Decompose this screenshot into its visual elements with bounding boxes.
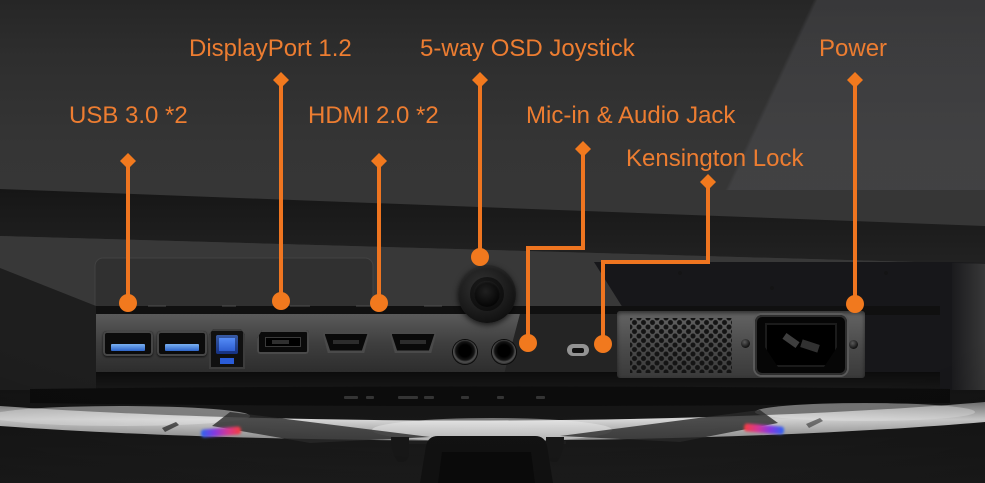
callout-diamond-displayport [273, 72, 289, 88]
label-usb-3-0: USB 3.0 *2 [69, 102, 188, 129]
port-label-mark [356, 305, 374, 307]
underside-mark-right [806, 418, 823, 428]
rear-cover-fade [948, 262, 985, 392]
background-facet [640, 0, 985, 190]
callout-dot-hdmi [370, 294, 388, 312]
callout-dot-kensington [594, 335, 612, 353]
monitor-stand-shade [438, 452, 535, 483]
usb3-port-1-icon [103, 331, 153, 356]
callout-diamond-usb [120, 153, 136, 169]
osd-joystick-icon [458, 265, 516, 323]
port-label-mark [424, 305, 442, 307]
cable-hook-left [391, 437, 409, 462]
hdmi-bar [333, 340, 359, 344]
callout-diamond-mic [575, 141, 591, 157]
underside-highlight-center [372, 418, 612, 442]
usb-tongue [111, 344, 145, 351]
underside-mark-left [162, 422, 179, 432]
underside-highlight-left [0, 406, 250, 426]
vent-holes [630, 318, 732, 373]
usb3-port-2-icon [157, 331, 207, 356]
callout-dot-displayport [272, 292, 290, 310]
callout-line-mic [526, 153, 585, 343]
screw-icon [849, 340, 858, 349]
label-hdmi-2-0: HDMI 2.0 *2 [308, 102, 439, 129]
callout-line-kensington [601, 186, 710, 344]
osd-joystick-knob [474, 281, 500, 307]
hdmi-bar [400, 340, 426, 344]
port-strip-seam [88, 306, 940, 315]
label-power: Power [819, 35, 888, 62]
cover-screw-dot [678, 271, 682, 275]
usb-tongue [165, 344, 199, 351]
latch-line-left [407, 441, 441, 444]
label-kensington-lock: Kensington Lock [626, 145, 804, 172]
label-osd-joystick: 5-way OSD Joystick [420, 35, 635, 62]
cover-screw-dot [770, 286, 774, 290]
label-mic-audio-jack: Mic-in & Audio Jack [526, 102, 736, 129]
screw-icon [741, 339, 750, 348]
cable-hook-right [546, 437, 564, 462]
port-label-mark [148, 305, 166, 307]
callout-dot-power [846, 295, 864, 313]
cover-screw-dot [884, 271, 888, 275]
usb-b-tab [220, 358, 234, 364]
callout-diamond-kensington [700, 174, 716, 190]
usb-b-upstream-port-icon [209, 329, 245, 369]
audio-out-jack-icon [492, 340, 516, 364]
label-displayport-1-2: DisplayPort 1.2 [189, 35, 352, 62]
displayport-port-icon [257, 330, 309, 354]
underside-shadow-left [212, 412, 430, 443]
underside-highlight-right [755, 403, 975, 421]
dp-tab [272, 340, 289, 344]
hdmi-port-2-icon [389, 331, 437, 353]
callout-diamond-power [847, 72, 863, 88]
port-label-mark [290, 305, 310, 307]
underside-shadow-right [560, 410, 778, 442]
callout-dot-joystick [471, 248, 489, 266]
monitor-screen-edge [0, 189, 985, 264]
kensington-slot-hole [572, 348, 584, 353]
power-inlet-icon [755, 315, 847, 375]
left-shell-edge [0, 268, 96, 392]
usb-b-inner [216, 335, 238, 354]
kensington-slot-icon [567, 344, 589, 356]
mic-in-jack-icon [453, 340, 477, 364]
bottom-bezel-strip [30, 386, 950, 406]
callout-dot-usb [119, 294, 137, 312]
callout-diamond-hdmi [371, 153, 387, 169]
bezel-label-marks [344, 396, 545, 399]
hdmi-port-1-icon [322, 331, 370, 353]
callout-dot-mic [519, 334, 537, 352]
callout-diamond-joystick [472, 72, 488, 88]
port-label-mark [222, 305, 236, 307]
